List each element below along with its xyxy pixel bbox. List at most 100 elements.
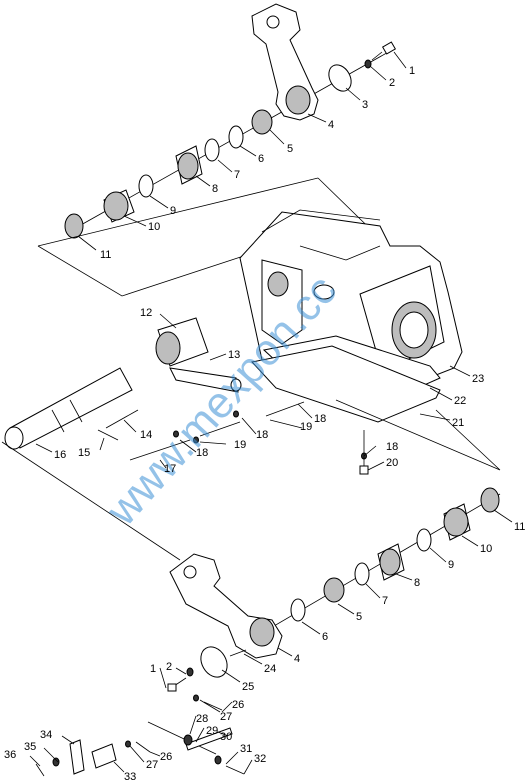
callout-32: 32 xyxy=(254,753,266,765)
part-pin-26-b xyxy=(135,741,151,753)
part-pin-14 xyxy=(105,409,139,429)
callout-1-top: 1 xyxy=(409,65,415,77)
part-rod-19-b xyxy=(265,401,305,417)
callout-18-c: 18 xyxy=(314,413,326,425)
callout-4-bottom: 4 xyxy=(294,653,300,665)
callout-23: 23 xyxy=(472,373,484,385)
part-oring-6-bottom xyxy=(290,598,306,622)
part-bushing-10-bottom xyxy=(443,503,471,541)
lower-bracket-line xyxy=(1,399,501,561)
callout-18-b: 18 xyxy=(256,429,268,441)
part-rod-28 xyxy=(147,721,217,755)
callout-16: 16 xyxy=(54,449,66,461)
callout-9-bottom: 9 xyxy=(448,559,454,571)
callout-18-a: 18 xyxy=(196,447,208,459)
callout-7-top: 7 xyxy=(234,169,240,181)
part-bolt-1-bottom xyxy=(167,677,187,692)
callout-24: 24 xyxy=(264,663,276,675)
part-clevis-33 xyxy=(91,743,117,769)
part-plate-3-top xyxy=(328,64,352,92)
callout-26-b: 26 xyxy=(160,751,172,763)
callout-11-top: 11 xyxy=(100,249,111,261)
part-bushing-8-top xyxy=(175,145,203,185)
part-oring-9-top xyxy=(138,174,154,198)
callout-18-d: 18 xyxy=(386,441,398,453)
callout-19-a: 19 xyxy=(234,439,246,451)
callout-10-bottom: 10 xyxy=(480,543,492,555)
part-oring-7-top xyxy=(204,138,220,162)
part-bolt-1-top xyxy=(371,41,397,61)
callout-35: 35 xyxy=(24,741,36,753)
part-washer-27-b xyxy=(125,740,131,748)
callout-34: 34 xyxy=(40,729,52,741)
callout-13: 13 xyxy=(228,349,240,361)
part-pin-15 xyxy=(97,429,119,441)
callout-14: 14 xyxy=(140,429,152,441)
part-rocker-arm-4-bottom xyxy=(169,553,283,659)
callout-6-top: 6 xyxy=(258,153,264,165)
callout-27-b: 27 xyxy=(146,759,158,771)
callout-9-top: 9 xyxy=(170,205,176,217)
part-piston-12 xyxy=(155,317,209,367)
callout-7-bottom: 7 xyxy=(382,595,388,607)
callout-30: 30 xyxy=(220,731,232,743)
callout-2-bottom: 2 xyxy=(166,661,172,673)
callout-3-top: 3 xyxy=(362,99,368,111)
part-rocker-arm-4-top xyxy=(251,3,319,121)
part-bolt-24 xyxy=(229,649,247,657)
callout-36: 36 xyxy=(4,749,16,761)
callout-20: 20 xyxy=(386,457,398,469)
part-seal-11-bottom xyxy=(480,487,500,513)
part-rod-19-a xyxy=(199,421,241,437)
callout-6-bottom: 6 xyxy=(322,631,328,643)
part-pin-30 xyxy=(185,727,233,751)
callout-28: 28 xyxy=(196,713,208,725)
callout-22: 22 xyxy=(454,395,466,407)
part-link-34 xyxy=(69,739,85,775)
part-gasket-21 xyxy=(251,345,441,423)
callout-5-top: 5 xyxy=(287,143,293,155)
callout-4-top: 4 xyxy=(328,119,334,131)
part-washer-2-bottom xyxy=(186,667,194,677)
watermark-text: www.mexpon.cc xyxy=(96,266,346,536)
part-bushing-29 xyxy=(183,734,193,746)
callout-33: 33 xyxy=(124,771,136,781)
part-link-13 xyxy=(169,367,242,393)
callout-17: 17 xyxy=(164,463,176,475)
callout-19-b: 19 xyxy=(300,421,312,433)
callout-29: 29 xyxy=(206,725,218,737)
callout-2-top: 2 xyxy=(389,77,395,89)
callout-10-top: 10 xyxy=(148,221,160,233)
part-rod-17 xyxy=(129,439,191,461)
part-seal-11-top xyxy=(64,213,84,239)
part-seal-5-top xyxy=(251,109,273,135)
part-washer-35 xyxy=(52,757,60,767)
lower-rocker-assembly xyxy=(35,487,501,777)
part-washer-2-top xyxy=(364,59,372,69)
part-oring-9-bottom xyxy=(416,528,432,552)
callout-21: 21 xyxy=(452,417,464,429)
part-plate-25 xyxy=(200,646,228,678)
callout-1-bottom: 1 xyxy=(150,663,156,675)
part-washer-27-a xyxy=(193,694,199,702)
callout-26-a: 26 xyxy=(232,699,244,711)
callout-8-bottom: 8 xyxy=(414,577,420,589)
part-oring-7-bottom xyxy=(354,562,370,586)
callout-11-bottom: 11 xyxy=(514,521,525,533)
callout-numbers: 1 2 3 4 5 6 7 8 9 10 11 12 13 14 15 16 1… xyxy=(4,65,525,781)
callout-12: 12 xyxy=(140,307,152,319)
callout-8-top: 8 xyxy=(212,183,218,195)
part-bolt-20 xyxy=(359,430,369,475)
part-oring-6-top xyxy=(228,125,244,149)
callout-27-a: 27 xyxy=(220,711,232,723)
part-bushing-10-top xyxy=(103,189,135,223)
part-pin-36 xyxy=(35,763,45,777)
part-seal-5-bottom xyxy=(323,577,345,603)
upper-rocker-assembly xyxy=(64,3,397,239)
part-washers-18 xyxy=(173,410,367,460)
part-washer-31 xyxy=(214,755,222,765)
callout-25: 25 xyxy=(242,681,254,693)
part-pin-26-a xyxy=(203,701,223,711)
callout-31: 31 xyxy=(240,743,252,755)
